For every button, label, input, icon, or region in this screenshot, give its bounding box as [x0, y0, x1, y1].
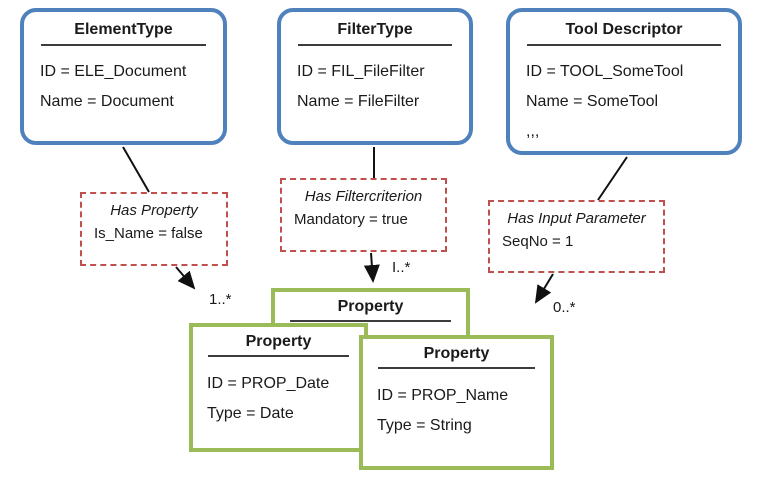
entity-tool-descriptor: Tool Descriptor ID = TOOL_SomeTool Name …	[506, 8, 742, 155]
edge-elementtype-to-has-property	[122, 146, 150, 193]
entity-title: Tool Descriptor	[565, 21, 683, 38]
relation-has-input-parameter: Has Input Parameter SeqNo = 1	[488, 200, 665, 273]
entity-title: ElementType	[74, 21, 173, 38]
entity-title: FilterType	[337, 21, 413, 38]
relation-has-filtercriterion: Has Filtercriterion Mandatory = true	[280, 178, 447, 252]
entity-attribute: ID = TOOL_SomeTool	[526, 63, 684, 80]
relation-attribute: Mandatory = true	[294, 211, 408, 228]
edge-tooldescriptor-to-has-input-parameter	[597, 156, 628, 201]
relation-title: Has Input Parameter	[507, 210, 646, 227]
property-attribute: ID = PROP_Name	[377, 387, 509, 404]
property-attribute: ID = PROP_Date	[207, 375, 330, 392]
title-underline	[208, 355, 349, 357]
title-underline	[298, 44, 452, 46]
entity-attribute: ID = ELE_Document	[40, 63, 187, 80]
title-underline	[378, 367, 535, 369]
multiplicity-has-input-parameter: 0..*	[553, 299, 576, 316]
relation-has-property: Has Property Is_Name = false	[80, 192, 228, 266]
multiplicity-has-property: 1..*	[209, 291, 232, 308]
arrow-has-filtercriterion-to-property	[363, 252, 380, 283]
title-underline	[527, 44, 721, 46]
entity-attribute: Name = Document	[40, 93, 174, 110]
property-title: Property	[245, 333, 312, 350]
arrow-has-input-parameter-to-property	[534, 273, 554, 304]
entity-attribute: ID = FIL_FileFilter	[297, 63, 425, 80]
title-underline	[41, 44, 206, 46]
relation-title: Has Filtercriterion	[304, 188, 423, 205]
property-attribute: Type = Date	[207, 405, 294, 422]
entity-attribute-ellipsis: ,,,	[526, 123, 540, 140]
relation-title: Has Property	[110, 202, 198, 219]
relation-attribute: Is_Name = false	[94, 225, 203, 242]
multiplicity-has-filtercriterion: I..*	[392, 259, 411, 276]
title-underline	[290, 320, 451, 322]
property-title: Property	[423, 345, 490, 362]
property-box-name: Property ID = PROP_Name Type = String	[359, 335, 554, 470]
entity-filtertype: FilterType ID = FIL_FileFilter Name = Fi…	[277, 8, 473, 145]
property-title: Property	[337, 298, 404, 315]
entity-elementtype: ElementType ID = ELE_Document Name = Doc…	[20, 8, 227, 145]
entity-attribute: Name = SomeTool	[526, 93, 659, 110]
property-box-date: Property ID = PROP_Date Type = Date	[189, 323, 368, 452]
property-attribute: Type = String	[377, 417, 472, 434]
arrow-has-property-to-property	[175, 266, 196, 290]
relation-attribute: SeqNo = 1	[502, 233, 574, 250]
entity-attribute: Name = FileFilter	[297, 93, 420, 110]
